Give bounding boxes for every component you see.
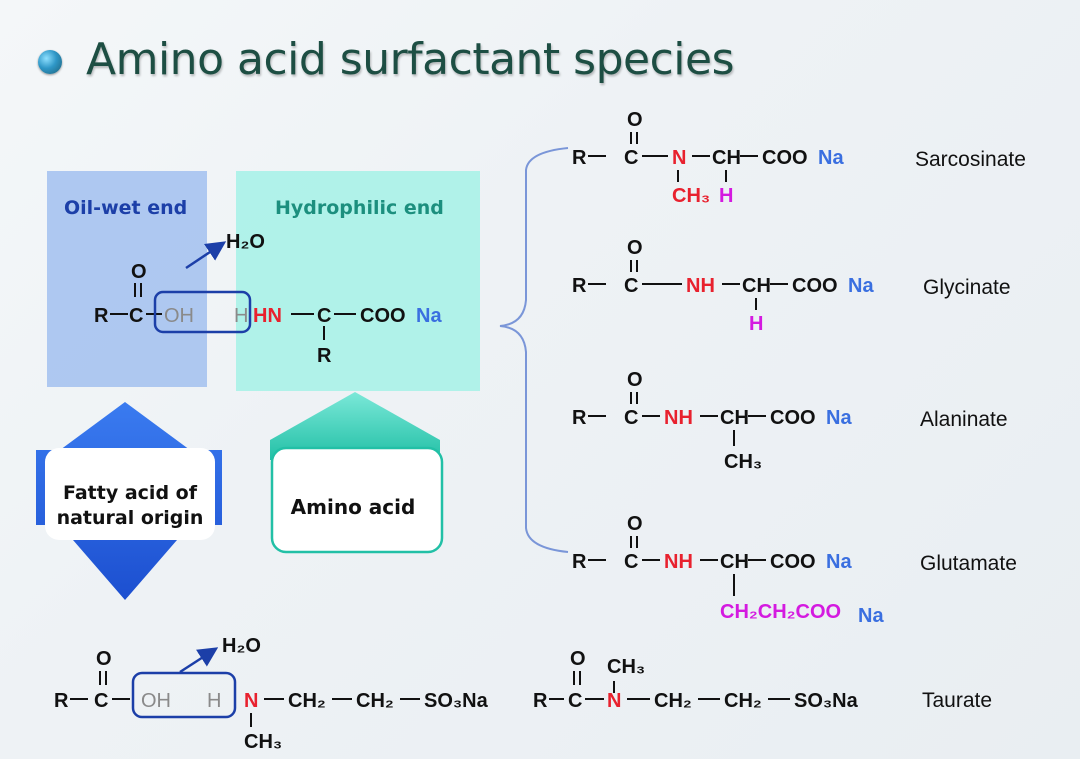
sulfonate: SO₃Na	[794, 690, 859, 712]
carboxylate: COO	[770, 407, 816, 429]
r-group: R	[94, 305, 109, 327]
r-group: R	[54, 690, 69, 712]
page-title: Amino acid surfactant species	[86, 34, 735, 85]
ch2-group: CH₂	[724, 690, 762, 712]
nitrogen: N	[244, 690, 258, 712]
carbon: C	[568, 690, 582, 712]
carbonyl-o: O	[627, 109, 643, 131]
alpha-ch: CH	[712, 147, 741, 169]
carbonyl-o: O	[570, 648, 586, 670]
h-substituent: H	[749, 313, 763, 335]
r-group: R	[572, 147, 587, 169]
h-substituent: H	[719, 185, 733, 207]
alpha-ch: CH	[720, 407, 749, 429]
hydrophilic-label: Hydrophilic end	[275, 197, 444, 219]
r-group: R	[572, 407, 587, 429]
nitrogen: N	[607, 690, 621, 712]
amine-h: H	[207, 690, 221, 712]
amino-acid-hexagon: Amino acid	[270, 392, 444, 554]
alpha-carbon: C	[317, 305, 331, 327]
r-group: R	[572, 275, 587, 297]
carboxylate: COO	[360, 305, 406, 327]
ch2-group: CH₂	[288, 690, 326, 712]
fatty-acid-label-1: Fatty acid of	[63, 482, 198, 504]
nh-group: NH	[664, 551, 693, 573]
r-group: R	[533, 690, 548, 712]
carboxylate: COO	[792, 275, 838, 297]
methyl-substituent: CH₃	[724, 451, 762, 473]
nitrogen: N	[672, 147, 686, 169]
carbon: C	[624, 275, 638, 297]
water-arrow	[179, 647, 219, 674]
amine-h: H	[234, 305, 248, 327]
species-name: Alaninate	[920, 408, 1008, 431]
carbonyl-o: O	[96, 648, 112, 670]
sodium: Na	[848, 275, 874, 297]
ch2-group: CH₂	[654, 690, 692, 712]
carbon: C	[624, 147, 638, 169]
carbonyl-o: O	[627, 513, 643, 535]
species-name: Taurate	[922, 689, 992, 712]
methyl-substituent: CH₃	[672, 185, 710, 207]
species-brace	[499, 147, 569, 553]
carbon: C	[129, 305, 143, 327]
water-label: H₂O	[226, 231, 265, 253]
fatty-acid-hexagon: Fatty acid of natural origin	[36, 402, 222, 600]
carbonyl-o: O	[131, 261, 147, 283]
carbon: C	[624, 407, 638, 429]
alpha-ch: CH	[720, 551, 749, 573]
water-elimination-box	[153, 290, 252, 334]
species-name: Sarcosinate	[915, 148, 1026, 171]
sulfonate: SO₃Na	[424, 690, 489, 712]
fatty-acid-label-2: natural origin	[57, 507, 204, 529]
nh-group: NH	[686, 275, 715, 297]
water-elimination-box	[131, 671, 237, 719]
methyl-substituent: CH₃	[244, 731, 282, 753]
sodium: Na	[818, 147, 844, 169]
r-group: R	[572, 551, 587, 573]
alpha-ch: CH	[742, 275, 771, 297]
carbonyl-o: O	[627, 369, 643, 391]
sodium: Na	[416, 305, 442, 327]
title-bullet-icon	[38, 50, 62, 74]
side-chain-r: R	[317, 345, 332, 367]
oil-wet-label: Oil-wet end	[64, 197, 187, 219]
methyl-substituent: CH₃	[607, 656, 645, 678]
species-glycinate: O R C NH CH COO NaH Glycinate	[572, 237, 1011, 335]
hydroxyl: OH	[164, 305, 194, 327]
ch2-group: CH₂	[356, 690, 394, 712]
species-name: Glycinate	[923, 276, 1011, 299]
side-chain: CH₂CH₂COO	[720, 601, 841, 623]
oil-wet-region	[47, 171, 207, 387]
carbon: C	[94, 690, 108, 712]
amino-acid-label: Amino acid	[291, 495, 416, 519]
hydroxyl: OH	[141, 690, 171, 712]
carbonyl-o: O	[627, 237, 643, 259]
hydrophilic-region	[236, 171, 480, 391]
carboxylate: COO	[762, 147, 808, 169]
water-label: H₂O	[222, 635, 261, 657]
nh-group: NH	[664, 407, 693, 429]
amine-hn: HN	[253, 305, 282, 327]
carboxylate: COO	[770, 551, 816, 573]
sodium: Na	[826, 407, 852, 429]
sodium: Na	[858, 605, 884, 627]
carbon: C	[624, 551, 638, 573]
sodium: Na	[826, 551, 852, 573]
water-arrow	[185, 241, 227, 270]
species-name: Glutamate	[920, 552, 1017, 575]
